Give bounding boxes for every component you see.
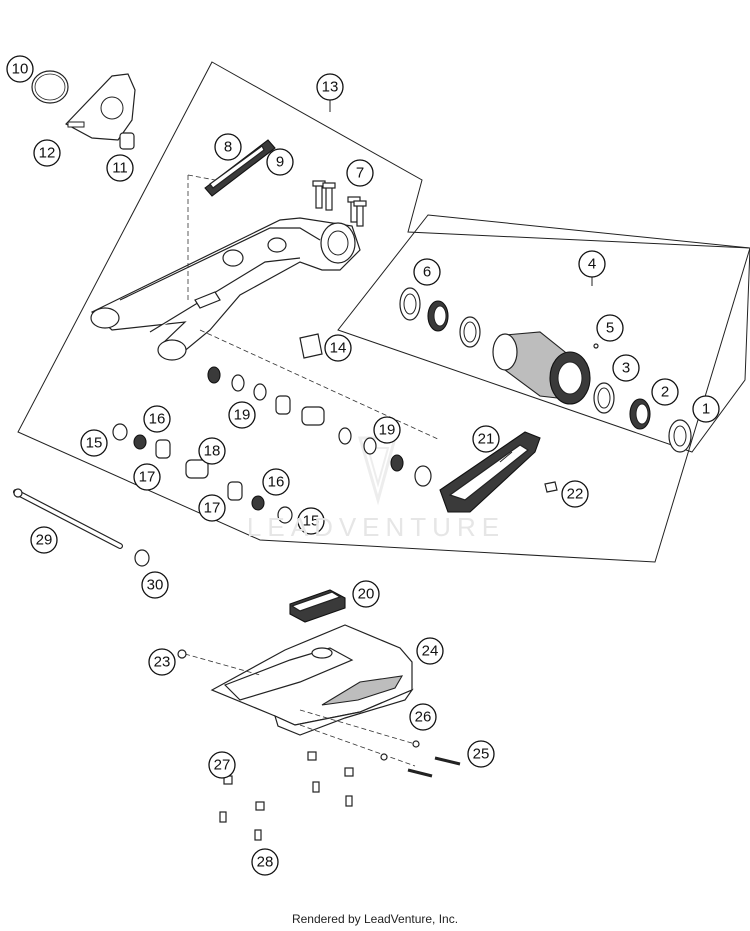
callout-label: 19: [379, 422, 396, 439]
callout-label: 16: [268, 474, 285, 491]
callout-8: 8: [214, 133, 242, 161]
callout-label: 2: [661, 384, 669, 401]
callout-15: 15: [80, 429, 108, 457]
nut-23: [177, 649, 187, 659]
chain-guard-plate: [65, 73, 136, 141]
callout-label: 24: [422, 643, 439, 660]
callout-6: 6: [413, 258, 441, 286]
callout-label: 14: [330, 340, 347, 357]
callout-29: 29: [30, 526, 58, 554]
callout-2: 2: [651, 378, 679, 406]
callout-17: 17: [133, 463, 161, 491]
callout-25: 25: [467, 740, 495, 768]
callout-label: 4: [588, 256, 596, 273]
callout-label: 25: [473, 746, 490, 763]
callout-16b: 16: [262, 468, 290, 496]
bearing-group: [399, 287, 692, 453]
swingarm-screws: [312, 180, 367, 227]
callout-30: 30: [141, 571, 169, 599]
callout-label: 8: [224, 139, 232, 156]
callout-label: 7: [356, 165, 364, 182]
bushing: [119, 132, 135, 150]
label-sticker: [299, 333, 323, 359]
callout-18: 18: [198, 437, 226, 465]
callout-label: 11: [112, 160, 128, 177]
callout-13: 13: [316, 73, 344, 101]
callout-19: 19: [228, 401, 256, 429]
callout-24: 24: [416, 637, 444, 665]
swingarm: [90, 217, 361, 361]
callout-3: 3: [612, 354, 640, 382]
callout-16: 16: [143, 405, 171, 433]
fasteners-27-28: [219, 751, 354, 841]
callout-10: 10: [6, 55, 34, 83]
circlip-ring: [31, 70, 69, 104]
callout-label: 13: [322, 79, 339, 96]
callout-7: 7: [346, 159, 374, 187]
callout-label: 20: [358, 586, 375, 603]
callout-1: 1: [692, 395, 720, 423]
callout-label: 9: [276, 154, 284, 171]
bearing-group-box: [337, 214, 750, 453]
callout-label: 12: [39, 145, 56, 162]
skid-plate: [210, 624, 414, 736]
callout-label: 3: [622, 360, 630, 377]
callout-11: 11: [106, 154, 134, 182]
callout-label: 17: [204, 500, 221, 517]
callout-label: 1: [702, 401, 710, 418]
callout-4: 4: [578, 250, 606, 278]
callout-label: 6: [423, 264, 431, 281]
callout-label: 27: [214, 757, 231, 774]
callout-label: 26: [415, 709, 432, 726]
callout-20: 20: [352, 580, 380, 608]
callout-22: 22: [561, 480, 589, 508]
callout-label: 23: [154, 654, 171, 671]
callout-label: 10: [12, 61, 29, 78]
callout-label: 16: [149, 411, 166, 428]
callout-21: 21: [472, 425, 500, 453]
skid-plate-bolts: [380, 753, 461, 778]
callout-14: 14: [324, 334, 352, 362]
callout-label: 15: [86, 435, 103, 452]
callout-9: 9: [266, 148, 294, 176]
callout-label: 28: [257, 854, 274, 871]
watermark-text: LEADVENTURE: [246, 512, 506, 542]
callout-label: 22: [567, 486, 584, 503]
axle-nut: [134, 549, 150, 567]
callout-label: 15: [303, 513, 320, 530]
callout-15b: 15: [297, 507, 325, 535]
callout-12: 12: [33, 139, 61, 167]
callout-26: 26: [409, 703, 437, 731]
callout-19b: 19: [373, 416, 401, 444]
chain-guide-screw: [544, 481, 558, 493]
pivot-bearings-and-bushings: [112, 366, 432, 524]
callout-label: 5: [606, 320, 614, 337]
footer-credit: Rendered by LeadVenture, Inc.: [291, 912, 459, 926]
callout-5: 5: [596, 314, 624, 342]
callout-label: 29: [36, 532, 53, 549]
callout-28: 28: [251, 848, 279, 876]
callout-label: 18: [204, 443, 221, 460]
callout-label: 17: [139, 469, 156, 486]
callout-label: 30: [147, 577, 164, 594]
callout-23: 23: [148, 648, 176, 676]
callout-label: 21: [478, 431, 495, 448]
callout-label: 19: [234, 407, 251, 424]
swingarm-pivot-axle: [13, 488, 123, 549]
washer-26: [412, 740, 420, 748]
callout-27: 27: [208, 751, 236, 779]
callout-17b: 17: [198, 494, 226, 522]
